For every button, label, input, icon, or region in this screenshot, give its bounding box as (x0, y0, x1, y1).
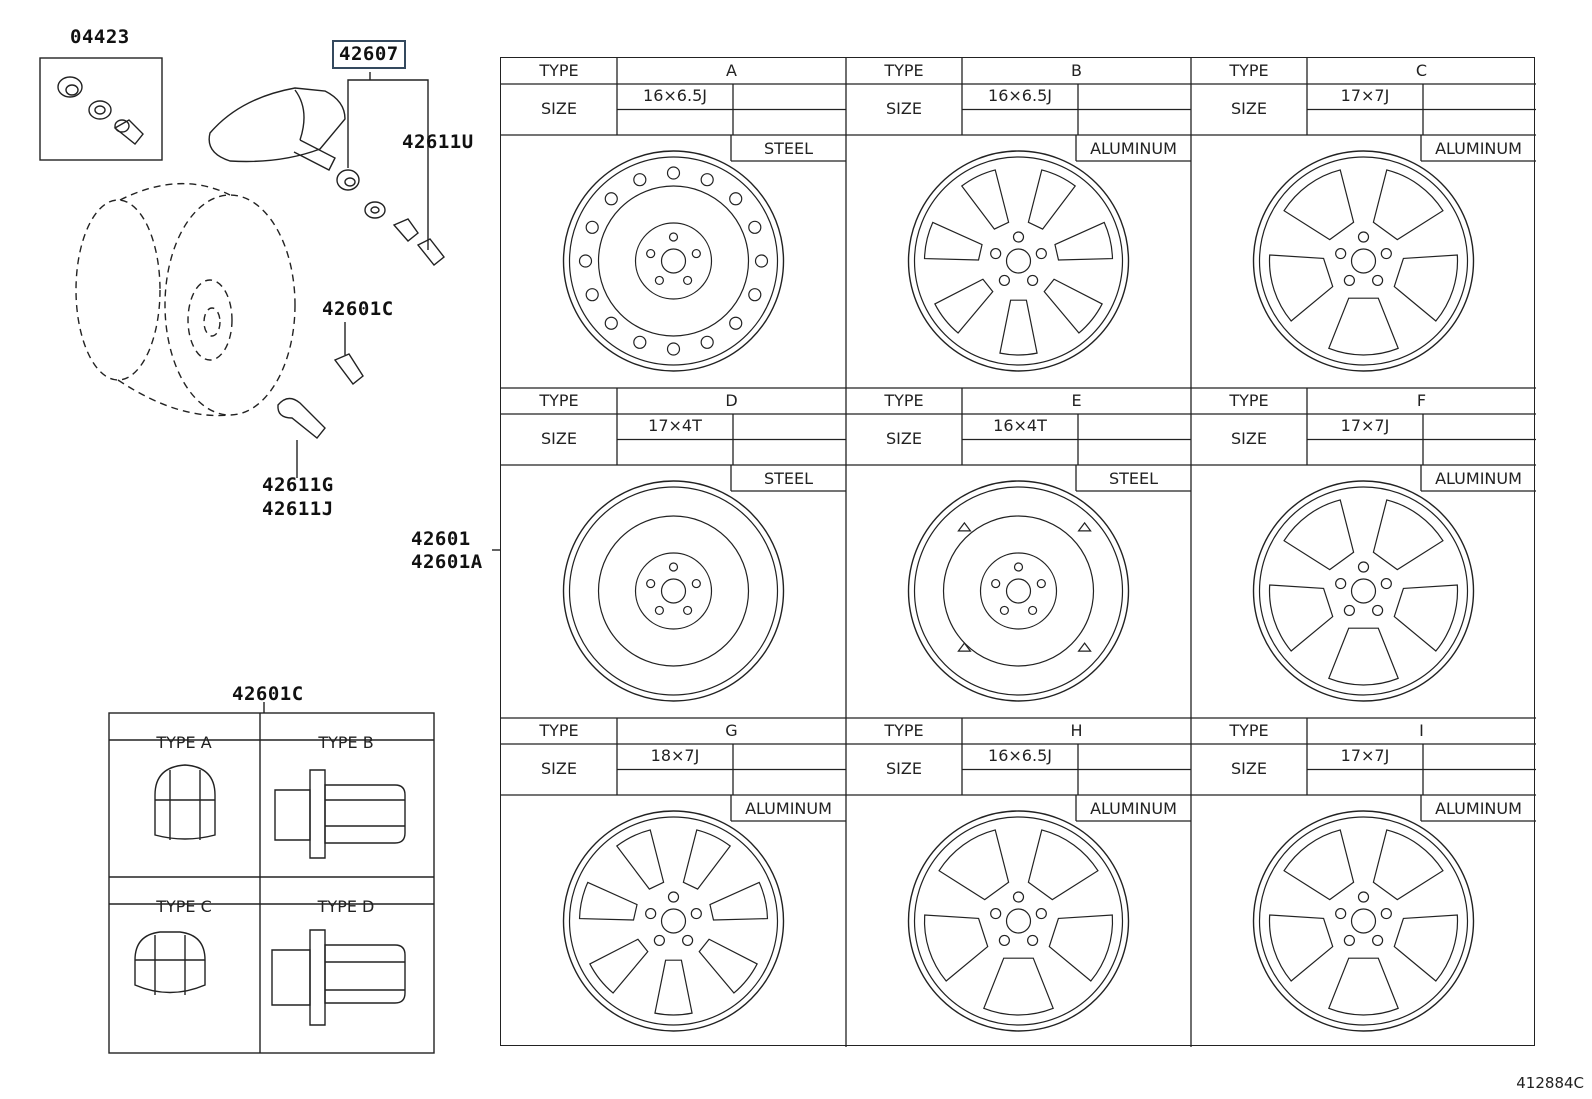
wheel-c-size-label: SIZE (1231, 99, 1267, 118)
wheel-a-type-label: TYPE (539, 61, 579, 80)
wheel-a-size-label: SIZE (541, 99, 577, 118)
wheel-b-drawing (907, 150, 1130, 372)
wheel-d-size-value: 17×4T (648, 416, 702, 435)
wheel-h-type-value: H (1070, 721, 1083, 740)
wheel-f-material: ALUMINUM (1435, 469, 1522, 488)
wheel-c-material: ALUMINUM (1435, 139, 1522, 158)
wheel-g-size-value: 18×7J (650, 746, 700, 765)
wheel-h-size-label: SIZE (886, 759, 922, 778)
callout-42611j: 42611J (262, 498, 334, 520)
wheel-c-size-value: 17×7J (1340, 86, 1390, 105)
wheel-d-type-label: TYPE (539, 391, 579, 410)
tpms-sensor (208, 87, 346, 171)
wheel-h-type-label: TYPE (884, 721, 924, 740)
illustration-code: 412884C (1516, 1074, 1584, 1092)
wheel-h-drawing (907, 810, 1130, 1032)
callout-42601c-nut: 42601C (232, 683, 304, 705)
wheel-i-type-label: TYPE (1229, 721, 1269, 740)
wheel-b-material: ALUMINUM (1090, 139, 1177, 158)
wheel-i-type-value: I (1419, 721, 1424, 740)
wheel-g-material: ALUMINUM (745, 799, 832, 818)
wheel-g-type-value: G (725, 721, 738, 740)
wheel-d-drawing (562, 480, 785, 702)
wheel-c-type-value: C (1415, 61, 1428, 80)
wheel-i-size-value: 17×7J (1340, 746, 1390, 765)
wheel-e-size-value: 16×4T (993, 416, 1047, 435)
nut-type-table (108, 712, 435, 1054)
wheel-type-table: TYPE A SIZE 16×6.5J STEEL TYPE B SIZE 16×6.5J ALU… (500, 57, 1536, 1047)
nut-type-a-label: TYPE A (156, 733, 212, 752)
callout-42601a: 42601A (411, 551, 483, 573)
wheel-f-type-value: F (1416, 391, 1427, 410)
wheel-i-drawing (1252, 810, 1475, 1032)
wheel-f-size-value: 17×7J (1340, 416, 1390, 435)
hub-nut (333, 353, 364, 385)
wheel-e-size-label: SIZE (886, 429, 922, 448)
callout-04423: 04423 (70, 26, 130, 48)
callout-42601: 42601 (411, 528, 471, 550)
wheel-f-size-label: SIZE (1231, 429, 1267, 448)
wheel-a-material: STEEL (763, 139, 814, 158)
nut-type-c-label: TYPE C (156, 897, 212, 916)
wheel-e-material: STEEL (1108, 469, 1159, 488)
nut-type-d-label: TYPE D (317, 897, 375, 916)
wheel-i-material: ALUMINUM (1435, 799, 1522, 818)
callout-42611g: 42611G (262, 474, 334, 496)
wheel-c-type-label: TYPE (1229, 61, 1269, 80)
wheel-table-grid (501, 58, 1536, 1047)
wheel-e-drawing (907, 480, 1130, 702)
wheel-a-drawing (562, 150, 785, 372)
wheel-b-size-label: SIZE (886, 99, 922, 118)
wheel-e-type-label: TYPE (884, 391, 924, 410)
wheel-b-type-value: B (1071, 61, 1082, 80)
kit-parts (57, 76, 144, 145)
wheel-f-type-label: TYPE (1229, 391, 1269, 410)
wheel-e-type-value: E (1071, 391, 1082, 410)
wheel-a-type-value: A (726, 61, 737, 80)
wheel-a-size-value: 16×6.5J (643, 86, 707, 105)
wheel-g-drawing (562, 810, 785, 1032)
valve-stem (277, 397, 326, 439)
nut-type-b-label: TYPE B (318, 733, 374, 752)
callout-42611u: 42611U (402, 131, 474, 153)
wheel-b-size-value: 16×6.5J (988, 86, 1052, 105)
callout-42601c: 42601C (322, 298, 394, 320)
callout-42607: 42607 (332, 40, 406, 69)
wheel-d-material: STEEL (763, 469, 814, 488)
wheel-i-size-label: SIZE (1231, 759, 1267, 778)
wheel-f-drawing (1252, 480, 1475, 702)
kit-box (39, 57, 163, 161)
wheel-d-size-label: SIZE (541, 429, 577, 448)
wheel-g-type-label: TYPE (539, 721, 579, 740)
wheel-b-type-label: TYPE (884, 61, 924, 80)
wheel-g-size-label: SIZE (541, 759, 577, 778)
wheel-h-material: ALUMINUM (1090, 799, 1177, 818)
tire-outline (75, 182, 296, 417)
wheel-h-size-value: 16×6.5J (988, 746, 1052, 765)
wheel-d-type-value: D (725, 391, 738, 410)
wheel-c-drawing (1252, 150, 1475, 372)
